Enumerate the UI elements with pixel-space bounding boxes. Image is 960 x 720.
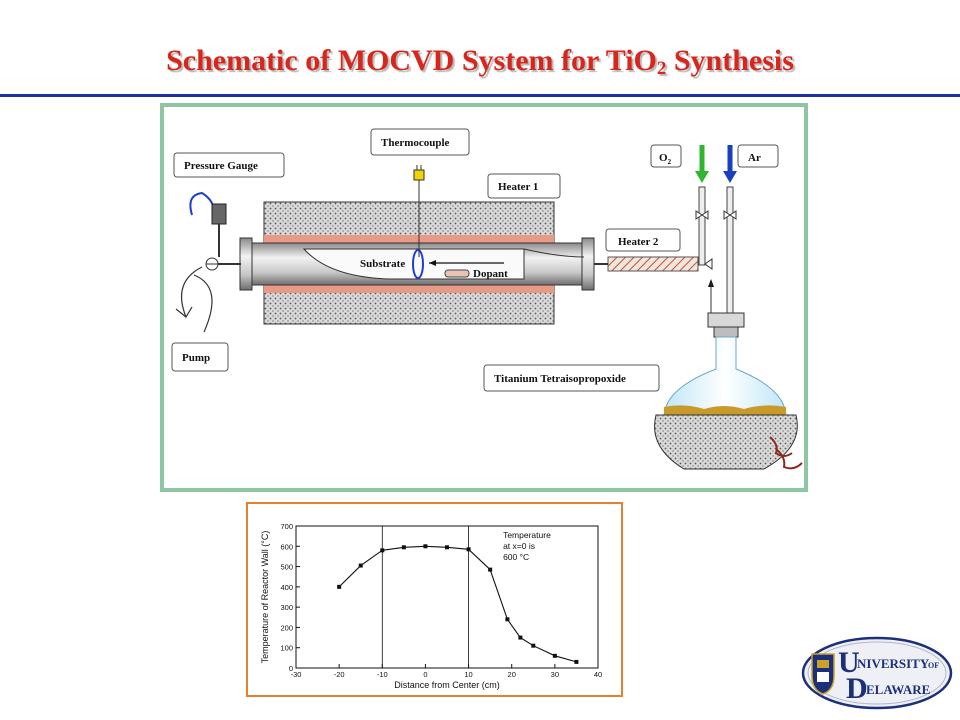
y-tick-label: 0 — [289, 664, 293, 673]
plot-frame — [295, 525, 599, 669]
x-tick-label: -10 — [377, 670, 388, 679]
y-tick-label: 400 — [280, 583, 293, 592]
title-underline — [0, 94, 960, 97]
pump-label: Pump — [182, 352, 210, 364]
data-point — [518, 635, 523, 640]
logo-of: OF — [928, 661, 939, 670]
thermocouple: Thermocouple — [370, 128, 470, 257]
data-point — [445, 545, 449, 550]
o2-label: O2 — [659, 152, 672, 166]
data-point — [488, 567, 493, 572]
annotation-line: Temperature — [503, 530, 551, 540]
x-tick-label: 0 — [423, 670, 427, 679]
precursor-label: Titanium Tetraisopropoxide — [494, 373, 626, 385]
data-point — [531, 643, 536, 648]
mocvd-schematic: Substrate Dopant Thermocouple Heater 1 P… — [160, 103, 808, 492]
data-point — [423, 544, 428, 549]
y-tick-label: 100 — [280, 644, 293, 653]
pressure-gauge: Pressure Gauge — [173, 152, 285, 271]
x-tick-label: 30 — [551, 670, 559, 679]
title-subscript: 2 — [656, 58, 667, 79]
heater1-labelbox — [487, 173, 561, 199]
title-main: Schematic of MOCVD System for TiO — [166, 44, 657, 77]
x-tick-label: 20 — [508, 670, 516, 679]
y-tick-label: 500 — [280, 563, 293, 572]
data-point — [337, 584, 342, 589]
pump: Pump — [171, 266, 229, 372]
x-tick-label: 10 — [464, 670, 472, 679]
x-tick-label: 40 — [594, 670, 602, 679]
data-point — [574, 659, 579, 664]
shield-icon — [811, 653, 835, 695]
ar-label: Ar — [748, 152, 761, 164]
series-line — [338, 545, 577, 663]
heater1-label: Heater 1 — [498, 181, 538, 193]
y-tick-label: 600 — [280, 542, 293, 551]
logo-u: U — [838, 646, 860, 679]
x-tick-label: -20 — [334, 670, 345, 679]
heater2-label: Heater 2 — [618, 236, 659, 248]
schematic-drawing: Substrate Dopant Thermocouple Heater 1 P… — [171, 128, 803, 470]
logo-university: NIVERSITY — [857, 656, 930, 671]
university-logo: U NIVERSITY OF D ELAWARE — [800, 636, 955, 710]
annotation-line: at x=0 is — [503, 541, 535, 551]
substrate-holder — [412, 249, 424, 279]
data-point — [505, 617, 510, 622]
data-point — [466, 547, 471, 552]
y-tick-label: 700 — [280, 522, 293, 531]
x-tick-label: -30 — [291, 670, 302, 679]
y-axis-label: Temperature of Reactor Wall (°C) — [260, 531, 270, 664]
data-point — [401, 545, 406, 550]
logo-d: D — [846, 672, 868, 705]
data-point — [380, 548, 385, 553]
dopant-boat — [444, 269, 470, 278]
pressure-gauge-label: Pressure Gauge — [184, 160, 258, 172]
logo-delaware: ELAWARE — [866, 682, 930, 697]
precursor-bubbler: Titanium Tetraisopropoxide — [483, 312, 803, 470]
data-point — [358, 563, 363, 568]
precursor-liquid — [664, 405, 786, 417]
thermocouple-label: Thermocouple — [381, 137, 450, 149]
flow-arrowhead — [429, 260, 436, 266]
annotation-line: 600 °C — [503, 552, 529, 562]
reactor-tube — [239, 237, 595, 291]
title-tail: Synthesis — [666, 44, 794, 77]
y-tick-label: 300 — [280, 603, 293, 612]
heater2: Heater 2 — [594, 228, 710, 272]
substrate-label: Substrate — [360, 258, 405, 270]
slide-title: Schematic of MOCVD System for TiO2 Synth… — [0, 44, 960, 80]
data-point — [552, 653, 557, 658]
dopant-label: Dopant — [473, 268, 508, 280]
x-axis-label: Distance from Center (cm) — [394, 680, 500, 690]
y-tick-label: 200 — [280, 623, 293, 632]
